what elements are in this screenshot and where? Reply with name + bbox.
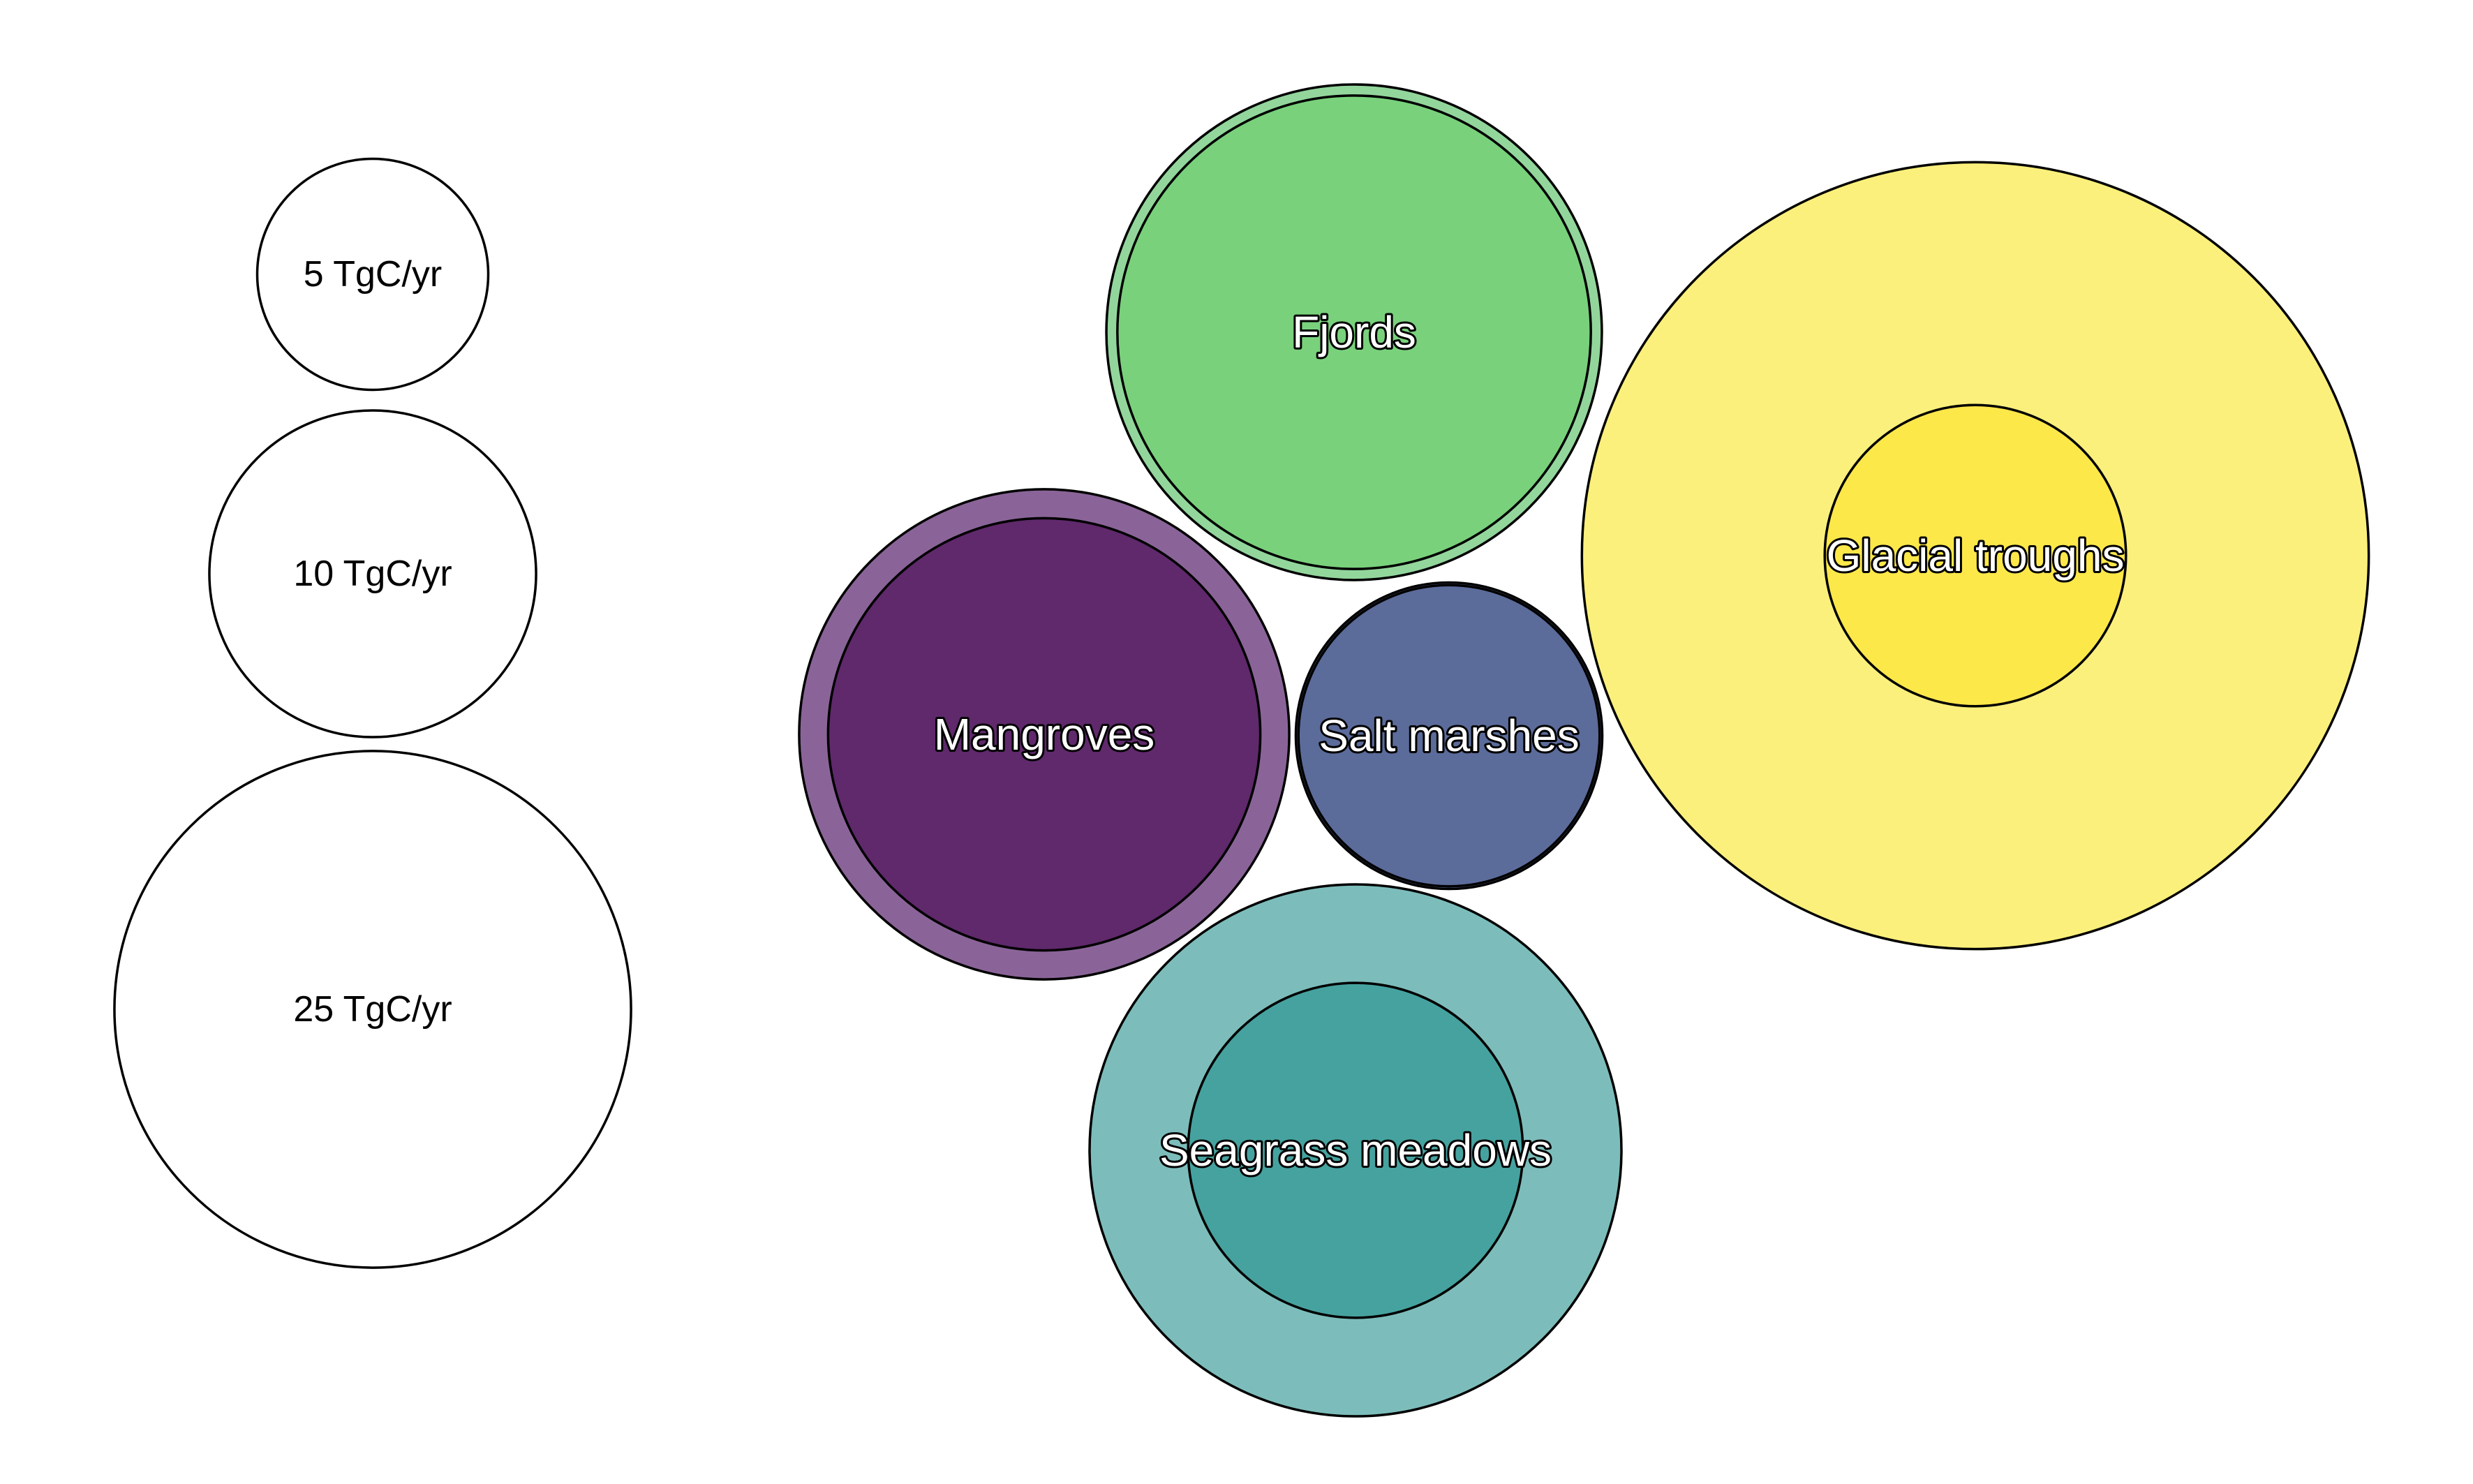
size-legend: 5 TgC/yr 10 TgC/yr 25 TgC/yr [113,157,632,1269]
legend-label-10: 10 TgC/yr [293,554,452,594]
fjords-inner-circle [1116,94,1592,570]
bubble-seagrass-meadows: Seagrass meadows [1088,883,1623,1418]
glacial-troughs-inner-circle [1823,403,2127,708]
seagrass-meadows-inner-circle [1187,981,1524,1319]
fjords-label: Fjords [1292,307,1416,357]
legend-circle-10 [208,409,537,739]
salt-marshes-label: Salt marshes [1319,711,1579,761]
seagrass-meadows-label: Seagrass meadows [1159,1125,1552,1175]
mangroves-inner-circle [826,517,1262,952]
bubble-salt-marshes: Salt marshes [1294,581,1604,891]
mangroves-label: Mangroves [934,709,1155,759]
legend-circle-25 [113,750,632,1269]
legend-label-5: 5 TgC/yr [304,254,442,295]
bubble-glacial-troughs: Glacial troughs [1580,161,2370,951]
legend-label-25: 25 TgC/yr [293,989,452,1030]
bubble-fjords: Fjords [1105,83,1603,581]
legend-circle-5 [255,157,490,392]
glacial-troughs-label: Glacial troughs [1827,530,2125,581]
bubble-mangroves: Mangroves [798,488,1291,981]
salt-marshes-inner-circle [1297,584,1601,888]
